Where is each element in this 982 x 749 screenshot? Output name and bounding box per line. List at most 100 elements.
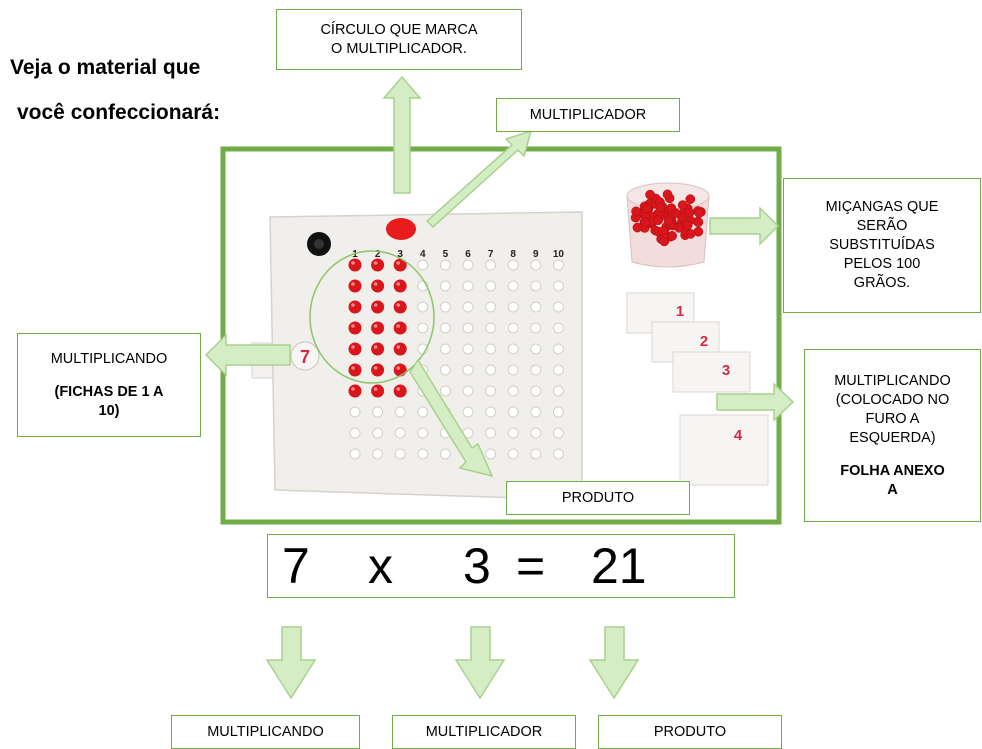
jar-bead: [685, 194, 696, 205]
board-hole: [530, 322, 542, 334]
bead-highlight: [351, 303, 355, 307]
board-hole: [530, 385, 542, 397]
label-produto-mid-text: PRODUTO: [561, 489, 635, 506]
bead-highlight: [396, 345, 401, 349]
jar-bead: [694, 208, 705, 218]
board-hole: [349, 448, 361, 460]
board-hole: [552, 427, 564, 439]
board-hole: [552, 259, 564, 271]
bead-highlight: [373, 387, 378, 391]
column-number: 1: [352, 249, 358, 260]
board-hole: [552, 280, 564, 292]
board-hole: [394, 427, 406, 439]
board-hole: [439, 322, 451, 334]
jar-bead: [682, 220, 693, 230]
bead-highlight: [396, 366, 401, 370]
board-hole: [507, 343, 519, 355]
board-holes: [349, 259, 564, 460]
jar-bead: [684, 207, 695, 218]
label-multiplicando-left-title: MULTIPLICANDO: [50, 350, 168, 367]
board-hole: [507, 385, 519, 397]
label-circle-marker-line-2: O MULTIPLICADOR.: [331, 40, 467, 57]
board-hole: [417, 259, 429, 271]
bead-highlight: [373, 345, 378, 349]
label-multiplicador-top-text: MULTIPLICADOR: [529, 106, 647, 123]
bead-highlight: [351, 387, 355, 391]
bead-highlight: [396, 282, 401, 286]
board-hole: [485, 259, 497, 271]
arrow-left-multiplicando-icon: [204, 333, 291, 377]
label-beads-line-5: GRÃOS.: [853, 275, 911, 291]
board-hole: [372, 406, 384, 418]
board-hole: [552, 448, 564, 460]
board-hole: [439, 280, 451, 292]
label-bottom-multiplicando: MULTIPLICANDO: [171, 715, 360, 749]
board-hole: [439, 259, 451, 271]
arrow-diagonal-multiplicador-icon: [425, 129, 533, 229]
equation-product: 21: [591, 538, 647, 594]
board-hole: [417, 322, 429, 334]
column-number: 5: [443, 249, 449, 260]
heading-line-1: Veja o material que: [10, 56, 201, 79]
label-annex-line-1: FOLHA ANEXO: [840, 462, 945, 479]
column-number: 9: [533, 249, 539, 260]
label-bottom-multiplicador-text: MULTIPLICADOR: [425, 723, 543, 740]
red-multiplier-marker: [386, 218, 416, 240]
arrow-down-multiplicador-icon: [454, 626, 506, 700]
board-hole: [372, 427, 384, 439]
jar-bead: [642, 203, 652, 213]
board-hole: [462, 364, 474, 376]
arrow-up-circle-marker-icon: [382, 75, 422, 194]
number-card-digit: 3: [722, 362, 730, 379]
bead-highlight: [351, 324, 355, 328]
board-hole: [530, 301, 542, 313]
label-beads-line-4: PELOS 100: [843, 256, 921, 272]
label-bottom-produto-text: PRODUTO: [653, 723, 727, 740]
board-hole: [507, 406, 519, 418]
board-hole: [507, 301, 519, 313]
label-beads-line-2: SERÃO: [856, 218, 908, 234]
jar-bead: [685, 229, 696, 239]
board-hole: [552, 385, 564, 397]
label-multiplicando-right-line-2: (COLOCADO NO: [835, 391, 950, 408]
label-circle-marker: CÍRCULO QUE MARCA O MULTIPLICADOR.: [276, 9, 522, 70]
board-hole: [485, 385, 497, 397]
board-hole: [462, 385, 474, 397]
board-hole: [394, 406, 406, 418]
board-hole: [485, 448, 497, 460]
board-hole: [507, 427, 519, 439]
column-number: 8: [510, 249, 516, 260]
bead-highlight: [396, 261, 401, 265]
column-number: 2: [375, 249, 381, 260]
board-hole: [485, 343, 497, 355]
chip-seven: [290, 341, 320, 371]
heading-line-2: você confeccionará:: [17, 101, 221, 124]
board-hole: [507, 448, 519, 460]
bead-highlight: [373, 261, 378, 265]
board-hole: [507, 322, 519, 334]
board-hole: [462, 343, 474, 355]
arrow-down-produto-icon: [588, 626, 640, 700]
board-hole: [552, 406, 564, 418]
board-hole: [507, 364, 519, 376]
board-hole: [530, 259, 542, 271]
label-beads-line-3: SUBSTITUÍDAS: [829, 237, 935, 253]
board-hole: [530, 427, 542, 439]
arrow-down-multiplicando-icon: [265, 626, 317, 700]
bead-highlight: [373, 303, 378, 307]
bead-highlight: [396, 324, 401, 328]
label-multiplicando-left-note-2: 10): [98, 402, 120, 419]
label-circle-marker-line-1: CÍRCULO QUE MARCA: [320, 21, 478, 38]
arrow-diagonal-produto-icon: [409, 358, 494, 478]
board-hole: [507, 259, 519, 271]
label-multiplicando-right-line-4: ESQUERDA): [849, 429, 936, 446]
bead-highlight: [373, 324, 378, 328]
board-hole: [530, 406, 542, 418]
bead-highlight: [396, 387, 401, 391]
board-hole: [530, 280, 542, 292]
chip-seven-number: 7: [300, 347, 310, 367]
equation-box: 7 x 3 = 21: [267, 534, 735, 598]
bead-highlight: [351, 261, 355, 265]
